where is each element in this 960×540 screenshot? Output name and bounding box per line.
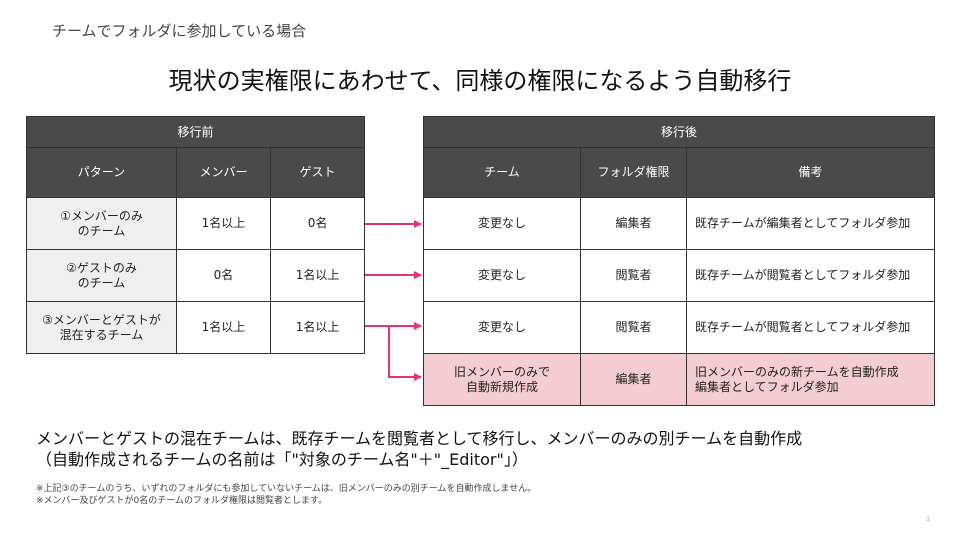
note-cell: 既存チームが編集者としてフォルダ参加 xyxy=(685,197,936,250)
table-row: ③メンバーとゲストが混在するチーム 1名以上 1名以上 xyxy=(26,301,366,354)
table-row: ②ゲストのみのチーム 0名 1名以上 xyxy=(26,249,366,302)
footnote-2: ※メンバー及びゲストが0名のチームのフォルダ権限は閲覧者とします。 xyxy=(36,496,328,506)
arrow-row-3-split xyxy=(388,326,422,381)
summary-text: メンバーとゲストの混在チームは、既存チームを閲覧者として移行し、メンバーのみの別… xyxy=(36,429,803,469)
table-row: 変更なし 閲覧者 既存チームが閲覧者としてフォルダ参加 xyxy=(423,301,936,354)
after-col-note: 備考 xyxy=(685,147,936,198)
guest-count-cell: 1名以上 xyxy=(269,249,366,302)
footnotes: ※上記③のチームのうち、いずれのフォルダにも参加していないチームは、旧メンバーの… xyxy=(36,483,536,507)
after-migration-table: 移行後 チーム フォルダ権限 備考 変更なし 編集者 既存チームが編集者としてフ… xyxy=(422,116,936,406)
after-group-header: 移行後 xyxy=(422,116,936,148)
note-cell: 旧メンバーのみの新チームを自動作成編集者としてフォルダ参加 xyxy=(685,353,936,406)
note-cell: 既存チームが閲覧者としてフォルダ参加 xyxy=(685,249,936,302)
pattern-cell: ②ゲストのみのチーム xyxy=(26,249,177,302)
permission-cell: 閲覧者 xyxy=(580,249,687,302)
guest-count-cell: 0名 xyxy=(269,197,366,250)
permission-cell: 編集者 xyxy=(580,353,687,406)
team-cell: 変更なし xyxy=(423,301,581,354)
page-number: 1 xyxy=(926,516,930,523)
guest-count-cell: 1名以上 xyxy=(269,301,366,354)
after-col-permission: フォルダ権限 xyxy=(580,147,687,198)
member-count-cell: 1名以上 xyxy=(176,197,271,250)
table-row-highlighted: 旧メンバーのみで自動新規作成 編集者 旧メンバーのみの新チームを自動作成編集者と… xyxy=(423,353,936,406)
slide-headline: 現状の実権限にあわせて、同様の権限になるよう自動移行 xyxy=(168,67,792,95)
footnote-1: ※上記③のチームのうち、いずれのフォルダにも参加していないチームは、旧メンバーの… xyxy=(36,484,537,494)
team-cell: 変更なし xyxy=(423,249,581,302)
before-migration-table: 移行前 パターン メンバー ゲスト ①メンバーのみのチーム 1名以上 0名 ②ゲ… xyxy=(25,116,366,354)
member-count-cell: 1名以上 xyxy=(176,301,271,354)
before-col-pattern: パターン xyxy=(26,147,177,198)
slide-subtitle: チームでフォルダに参加している場合 xyxy=(52,22,307,40)
before-col-guest: ゲスト xyxy=(269,147,366,198)
before-col-member: メンバー xyxy=(176,147,271,198)
table-row: 変更なし 編集者 既存チームが編集者としてフォルダ参加 xyxy=(423,197,936,250)
member-count-cell: 0名 xyxy=(176,249,271,302)
table-row: 変更なし 閲覧者 既存チームが閲覧者としてフォルダ参加 xyxy=(423,249,936,302)
team-cell: 旧メンバーのみで自動新規作成 xyxy=(423,353,581,406)
permission-cell: 編集者 xyxy=(580,197,687,250)
after-col-team: チーム xyxy=(423,147,581,198)
pattern-cell: ③メンバーとゲストが混在するチーム xyxy=(26,301,177,354)
team-cell: 変更なし xyxy=(423,197,581,250)
table-row: ①メンバーのみのチーム 1名以上 0名 xyxy=(26,197,366,250)
note-cell: 既存チームが閲覧者としてフォルダ参加 xyxy=(685,301,936,354)
before-group-header: 移行前 xyxy=(25,116,366,148)
pattern-cell: ①メンバーのみのチーム xyxy=(26,197,177,250)
permission-cell: 閲覧者 xyxy=(580,301,687,354)
